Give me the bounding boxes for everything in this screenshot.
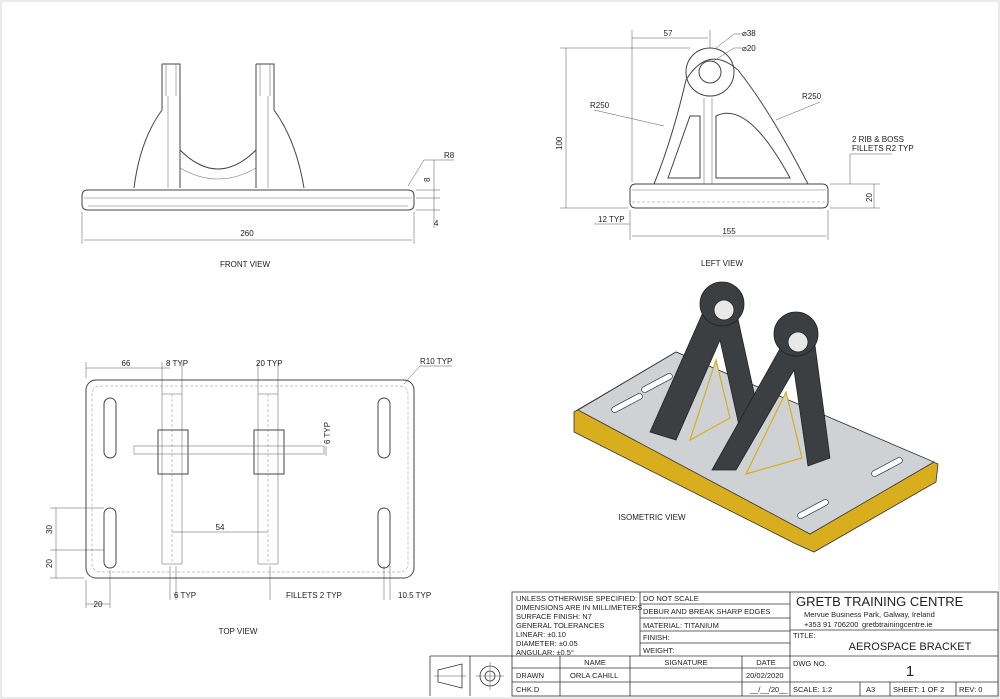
- left-dim-57: 57: [664, 29, 673, 38]
- iso-view-label: ISOMETRIC VIEW: [618, 513, 686, 522]
- spec-line-1: DIMENSIONS ARE IN MILLIMETERS: [516, 603, 642, 612]
- company-web: gretbtrainingcentre.ie: [862, 620, 932, 629]
- material: MATERIAL: TITANIUM: [643, 621, 719, 630]
- top-dim-6typ-v: 6 TYP: [323, 422, 332, 444]
- left-dim-r250-left: R250: [590, 101, 610, 110]
- drawn-date: 20/02/2020: [746, 671, 784, 680]
- company-address: Mervue Business Park, Galway, Ireland: [804, 610, 935, 619]
- spec-line-4: LINEAR: ±0.10: [516, 630, 566, 639]
- front-dim-width: 260: [240, 229, 254, 238]
- drawn-label: DRAWN: [516, 671, 544, 680]
- sheet-number: SHEET: 1 OF 2: [893, 685, 944, 694]
- chkd-label: CHK.D: [516, 685, 540, 694]
- front-view-label: FRONT VIEW: [220, 260, 271, 269]
- spec-line-2: SURFACE FINISH: N7: [516, 612, 592, 621]
- front-dim-4: 4: [434, 219, 439, 228]
- top-dim-8typ: 8 TYP: [166, 359, 188, 368]
- top-dim-30: 30: [45, 525, 54, 534]
- spec-line-5: DIAMETER: ±0.05: [516, 639, 578, 648]
- title-block: [429, 591, 999, 697]
- top-dim-r10typ: R10 TYP: [420, 357, 452, 366]
- company-name: GRETB TRAINING CENTRE: [796, 594, 964, 609]
- top-dim-20typ: 20 TYP: [256, 359, 283, 368]
- left-dim-155: 155: [722, 227, 736, 236]
- top-dim-20-h: 20: [94, 600, 103, 609]
- top-view: [50, 362, 452, 608]
- projection-cone-icon: [437, 663, 463, 689]
- top-dim-66: 66: [122, 359, 131, 368]
- finish: FINISH:: [643, 633, 670, 642]
- left-dim-20: 20: [865, 193, 874, 202]
- company-phone: +353 91 706200: [804, 620, 858, 629]
- debur-note: DEBUR AND BREAK SHARP EDGES: [643, 607, 770, 616]
- do-not-scale: DO NOT SCALE: [643, 594, 699, 603]
- left-dim-dia38: ⌀38: [742, 29, 756, 38]
- top-dim-20-v: 20: [45, 559, 54, 568]
- revision: REV: 0: [959, 685, 982, 694]
- left-dim-dia20: ⌀20: [742, 44, 756, 53]
- col-date: DATE: [756, 658, 775, 667]
- drawing-title: AEROSPACE BRACKET: [849, 641, 972, 653]
- scale: SCALE: 1:2: [793, 685, 832, 694]
- left-dim-12typ: 12 TYP: [598, 215, 625, 224]
- dwg-no: 1: [906, 663, 914, 680]
- front-view: [81, 63, 454, 244]
- left-view: [560, 30, 892, 240]
- title-label: TITLE:: [793, 631, 816, 640]
- chkd-date: __/__/20__: [749, 685, 788, 694]
- col-name: NAME: [584, 658, 606, 667]
- col-signature: SIGNATURE: [664, 658, 707, 667]
- front-dim-8: 8: [423, 177, 432, 182]
- dwg-no-label: DWG NO.: [793, 659, 827, 668]
- weight: WEIGHT:: [643, 646, 674, 655]
- spec-line-6: ANGULAR: ±0.5°: [516, 648, 574, 657]
- left-note-rib-1: 2 RIB & BOSS: [852, 135, 904, 144]
- front-dim-r8: R8: [444, 151, 455, 160]
- top-dim-54: 54: [216, 523, 225, 532]
- top-dim-6typ: 6 TYP: [174, 591, 196, 600]
- left-view-label: LEFT VIEW: [701, 259, 744, 268]
- left-note-rib-2: FILLETS R2 TYP: [852, 144, 914, 153]
- spec-line-3: GENERAL TOLERANCES: [516, 621, 604, 630]
- top-dim-fillets: FILLETS 2 TYP: [286, 591, 342, 600]
- drawn-name: ORLA CAHILL: [570, 671, 618, 680]
- sheet-size: A3: [866, 685, 875, 694]
- left-dim-100: 100: [555, 136, 564, 150]
- isometric-view: [573, 281, 939, 553]
- left-dim-r250-right: R250: [802, 92, 822, 101]
- top-view-label: TOP VIEW: [219, 627, 258, 636]
- spec-line-0: UNLESS OTHERWISE SPECIFIED:: [516, 594, 637, 603]
- top-dim-10-5typ: 10.5 TYP: [398, 591, 431, 600]
